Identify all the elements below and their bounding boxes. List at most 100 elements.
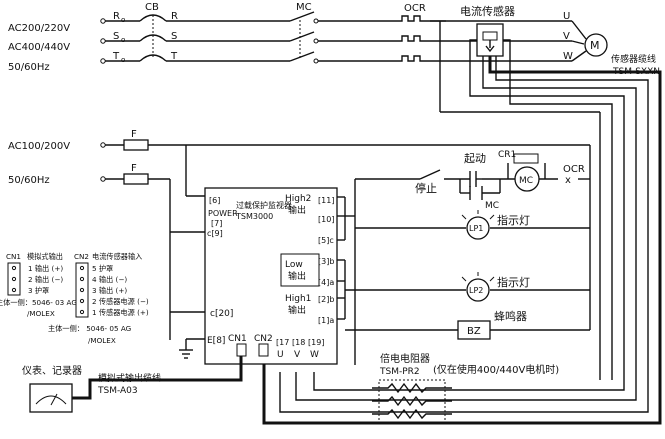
high1-output-label: High1 (285, 294, 311, 304)
cn1-legend-title: 模拟式输出 (27, 252, 63, 261)
monitor-terminal-7: [7] (211, 219, 222, 228)
meter-scale (35, 395, 67, 405)
low-output-sub: 输出 (288, 270, 306, 282)
cn1-legend-header: CN1 (6, 252, 21, 261)
cn2-legend: CN2 电流传感器输入 5 护罩 4 输出 (−) 3 输出 (+) 2 传感器… (48, 252, 149, 345)
analog-cable-route (72, 356, 243, 400)
phase-sub-label: o (121, 15, 125, 24)
control-terminal (100, 142, 106, 148)
phase-label-t: T (112, 51, 120, 62)
monitor-terminal-9: c[9] (207, 229, 223, 238)
indicator-label-2: 指示灯 (497, 275, 530, 289)
tsm3000-monitor-body (204, 187, 338, 365)
high2-output-label: High2 (285, 194, 311, 204)
monitor-terminal-17: [17 (276, 338, 289, 347)
control-frequency-label: 50/60Hz (8, 175, 50, 186)
cr1-label: CR1 (498, 150, 516, 160)
lamp-lp1 (466, 216, 490, 240)
instrument-meter (29, 383, 73, 413)
monitor-power-label: POWER (208, 209, 238, 218)
cn1-pin-2: 2 输出 (−) (28, 275, 63, 284)
meter-needle (50, 393, 58, 406)
cn1-legend: CN1 模拟式输出 1 输出 (+) 2 输出 (−) 3 护罩 主体一侧：50… (0, 252, 77, 318)
resistor-frame (378, 379, 446, 423)
high2-output-sub: 输出 (288, 204, 306, 216)
sensor-cable-bundle (262, 20, 662, 425)
monitor-terminal-6: [6] (209, 196, 220, 205)
fuse-label: F (131, 163, 137, 174)
relay-terminal-3b: [3]b (318, 257, 334, 266)
mc-label: MC (296, 2, 312, 13)
control-rung-1 (345, 163, 590, 365)
indicator-label-1: 指示灯 (497, 213, 530, 227)
motor-terminal-w: W (563, 51, 573, 62)
relay-terminal-10: [10] (318, 215, 334, 224)
ground-symbol (179, 338, 205, 359)
motor-label: M (590, 39, 600, 52)
cn2-legend-header: CN2 (74, 252, 89, 261)
fuse-symbol (123, 173, 149, 185)
lamp-rays (461, 210, 495, 220)
cn2-pin-2: 2 传感器电源 (−) (92, 297, 149, 306)
low-output-frame (280, 253, 320, 287)
cr1-contact (513, 153, 539, 164)
phase-lines (105, 20, 587, 62)
ocr-control-contact: x (565, 175, 571, 186)
start-label: 起动 (464, 152, 486, 165)
sensor-cable-label: 传感器缆线 (611, 53, 656, 65)
monitor-terminal-v: V (294, 350, 301, 360)
cn1-pin-3: 3 护罩 (28, 286, 49, 295)
ocr-symbol (398, 15, 430, 62)
monitor-terminal-c20: c[20] (210, 309, 233, 319)
motor-symbol (584, 33, 608, 57)
resistor-elements (372, 382, 452, 420)
resistor-label: 倍电电阻器 (380, 352, 430, 365)
cn2-maker: /MOLEX (88, 336, 116, 345)
cn2-pin-5: 5 护罩 (92, 264, 113, 273)
cn1-port-label: CN1 (228, 334, 247, 344)
fuse-label: F (131, 129, 137, 140)
monitor-terminal-e8: E[8] (207, 336, 225, 346)
analog-cable-label: 模拟式输出缆线 (98, 372, 161, 384)
phase-out-label-t: T (170, 51, 178, 62)
cn2-body-side: 主体一侧： 5046- 05 AG (48, 324, 131, 333)
supply-frequency-label: 50/60Hz (8, 62, 50, 73)
cn2-port-label: CN2 (254, 334, 273, 344)
resistor-model: TSM-PR2 (379, 367, 420, 377)
lamp-lp2 (466, 278, 490, 302)
cn2-port (258, 343, 269, 357)
current-sensor-label: 电流传感器 (460, 4, 515, 18)
mc-contact-symbol (289, 11, 319, 64)
cn2-legend-connector (75, 262, 89, 318)
buzzer-symbol-label: BZ (467, 326, 481, 337)
buzzer-label: 蜂鸣器 (494, 309, 527, 323)
cn2-legend-title: 电流传感器输入 (92, 252, 142, 261)
fuse-symbol (123, 139, 149, 151)
monitor-terminal-19: [19] (308, 338, 324, 347)
mc-coil-label: MC (519, 176, 533, 186)
phase-out-label-r: R (171, 11, 178, 22)
control-terminal (100, 176, 106, 182)
lamp-rays (461, 272, 495, 282)
phase-out-label-s: S (171, 31, 177, 42)
control-voltage-label: AC100/200V (8, 141, 70, 152)
phase-sub-label: o (121, 35, 125, 44)
cn1-pin-1: 1 输出 (+) (28, 264, 63, 273)
monitor-model: TSM3000 (235, 212, 273, 221)
cn1-maker: /MOLEX (27, 309, 55, 318)
phase-label-s: S (113, 31, 119, 42)
ocr-label: OCR (404, 3, 426, 14)
cn2-pin-3: 3 输出 (+) (92, 286, 127, 295)
monitor-terminal-w: W (310, 350, 319, 360)
control-lines (105, 144, 591, 340)
low-output-label: Low (285, 260, 303, 270)
phase-label-r: R (113, 11, 120, 22)
mc-aux-label: MC (485, 201, 499, 211)
cn2-pin-1: 1 传感器电源 (+) (92, 308, 149, 317)
high1-output-sub: 输出 (288, 304, 306, 316)
mc-coil (514, 166, 540, 192)
cb-label: CB (145, 2, 159, 13)
supply-voltage-label: AC400/440V (8, 42, 70, 53)
ocr-control-label: OCR (563, 164, 585, 175)
